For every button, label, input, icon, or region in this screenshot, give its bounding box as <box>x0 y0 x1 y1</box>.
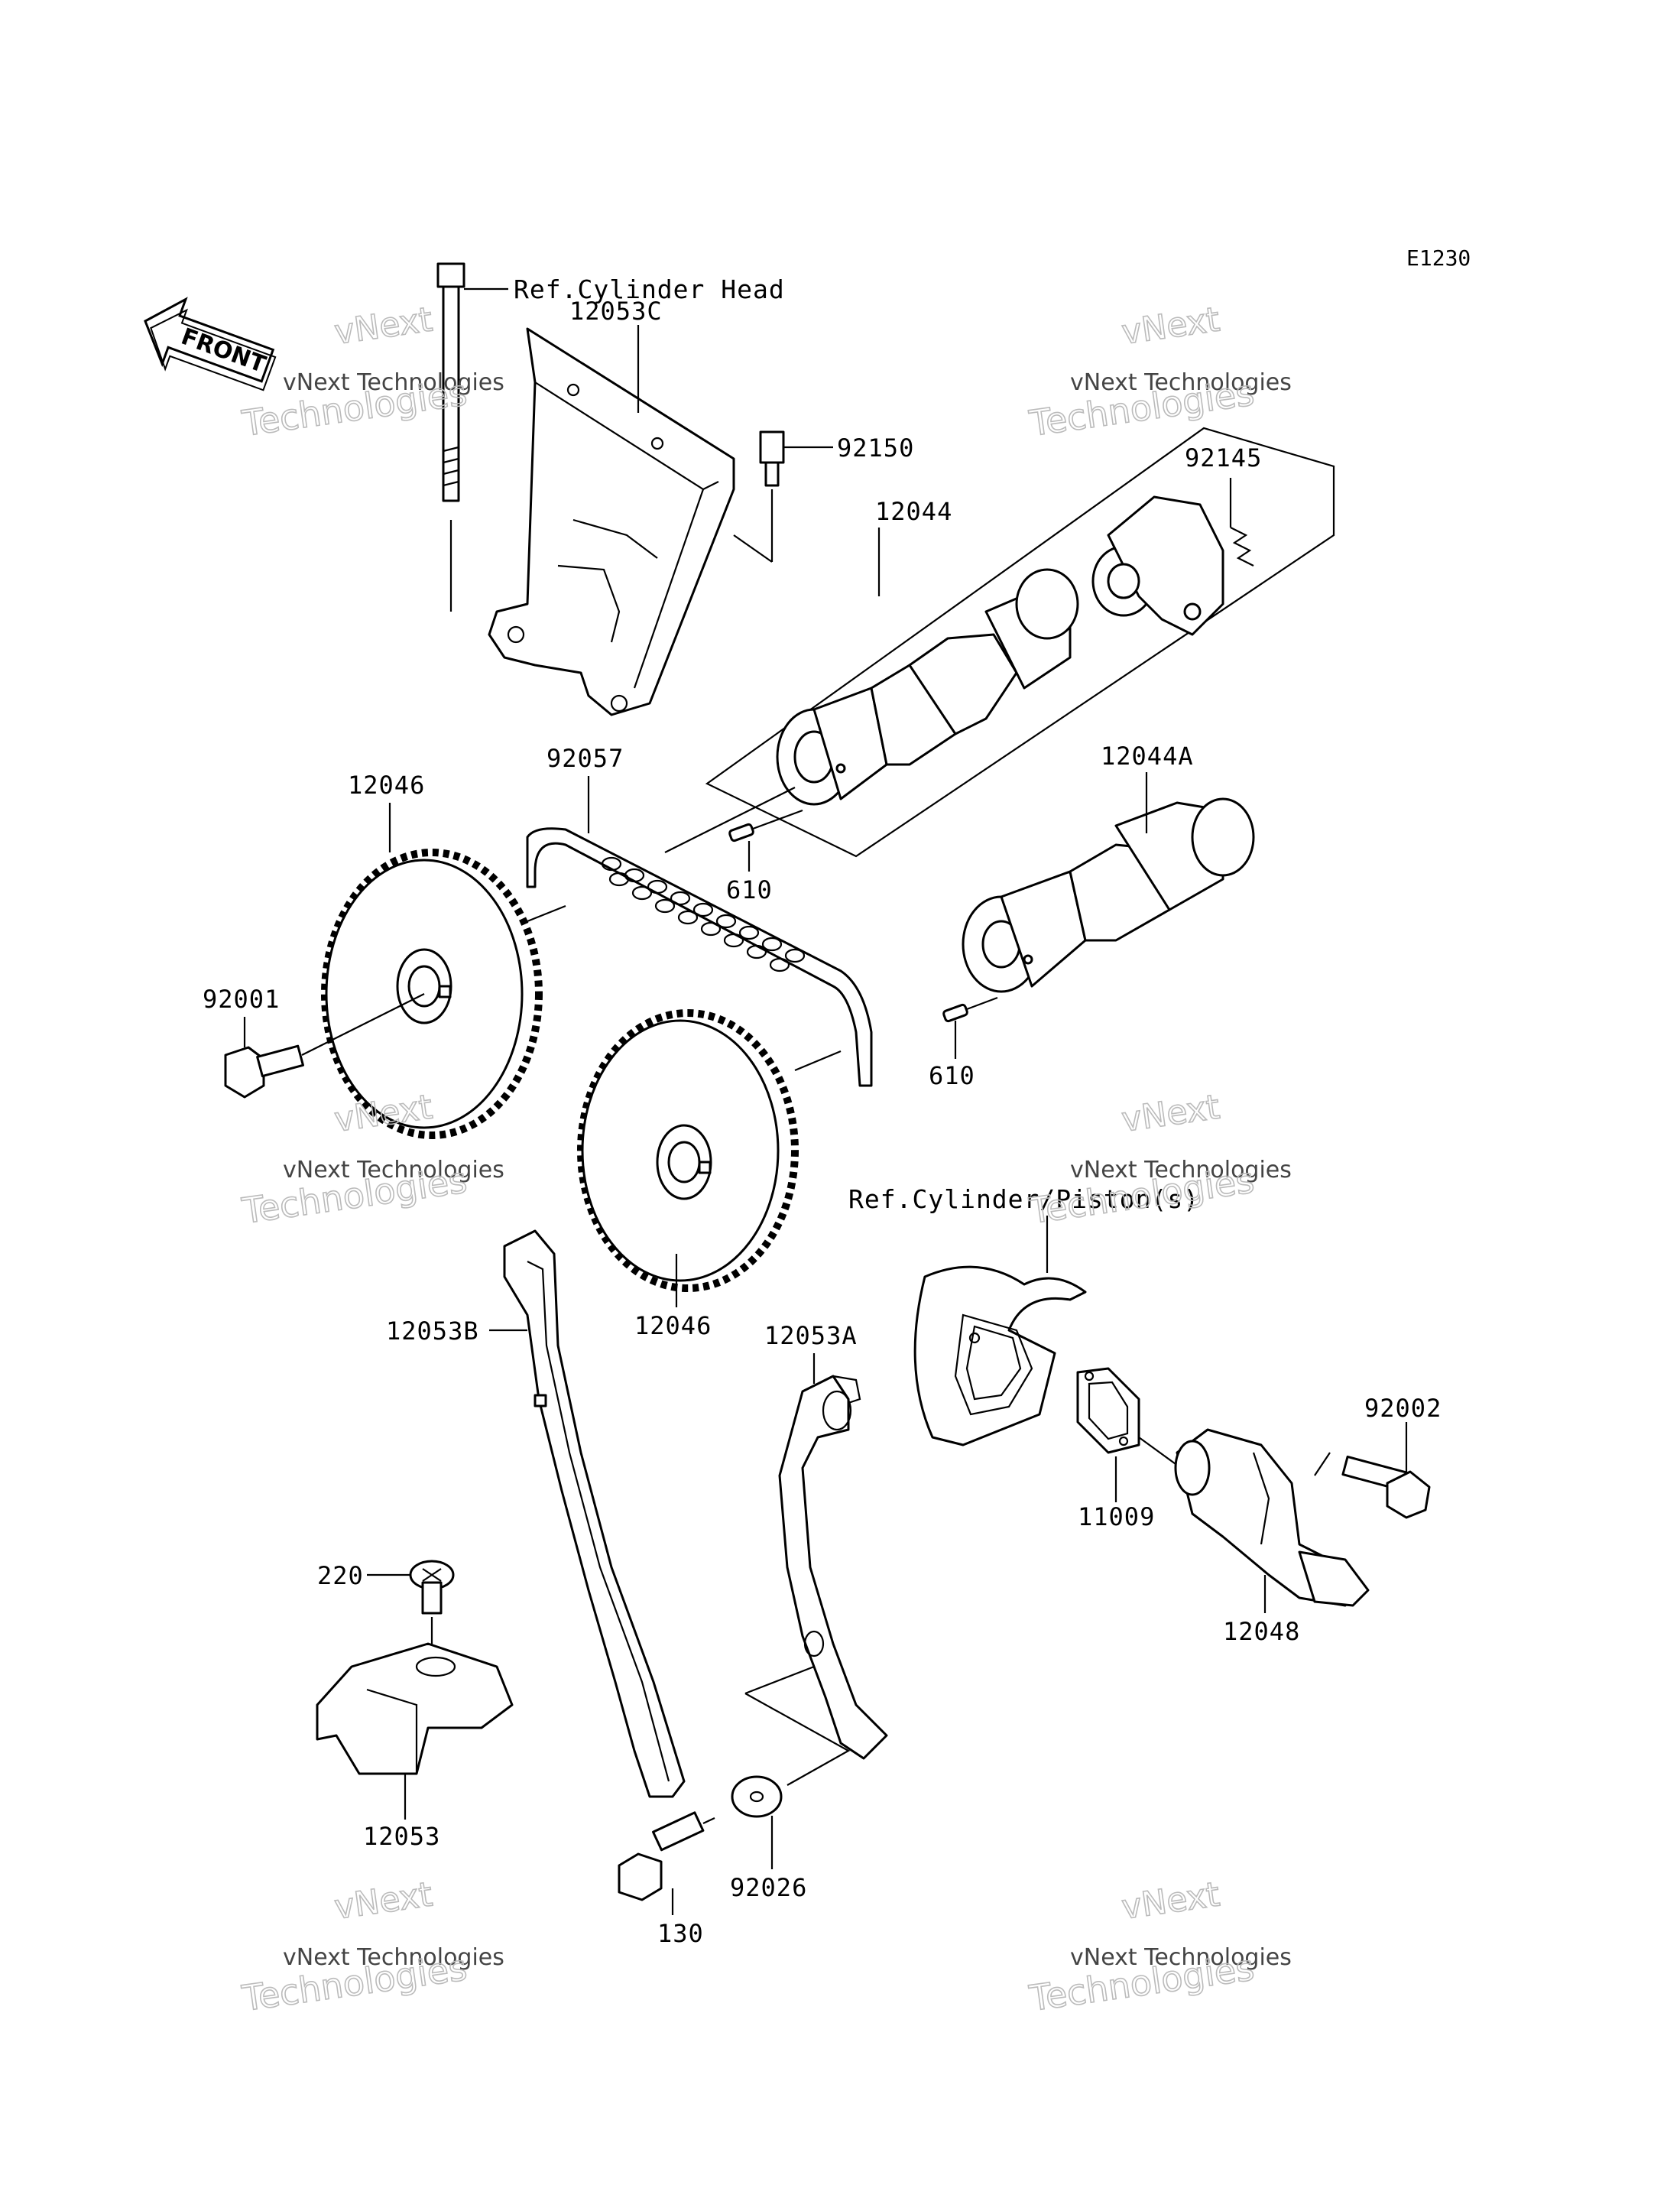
guide-12053 <box>316 1642 514 1775</box>
watermark-1: vNext vNext Technologies Technologies <box>238 300 504 445</box>
sprocket-12046-top <box>321 849 543 1139</box>
tensioner-12048 <box>1174 1428 1370 1607</box>
watermark-5: vNext vNext Technologies Technologies <box>238 1875 504 2020</box>
part-12053C[interactable]: 12053C <box>569 297 663 326</box>
watermark-line1: vNext Technologies <box>283 1157 504 1183</box>
part-130[interactable]: 130 <box>657 1919 704 1948</box>
watermark-line1: vNext Technologies <box>283 369 504 396</box>
part-12048[interactable]: 12048 <box>1223 1617 1300 1646</box>
camshaft-12044 <box>776 568 1079 806</box>
ref-cylinder-piston: Ref.Cylinder/Piston(s) <box>848 1184 1199 1214</box>
part-12044[interactable]: 12044 <box>875 497 952 526</box>
bolt-92001 <box>224 993 425 1099</box>
part-92026[interactable]: 92026 <box>730 1873 807 1902</box>
watermark-line1: vNext Technologies <box>1070 1157 1292 1183</box>
watermark-line1: vNext Technologies <box>283 1944 504 1971</box>
dowel-pin-610-top <box>728 809 803 843</box>
watermark-brand: vNext <box>1119 1087 1221 1139</box>
watermark-2: vNext vNext Technologies Technologies <box>1026 300 1292 445</box>
watermark-line1: vNext Technologies <box>1070 1944 1292 1971</box>
watermark-6: vNext vNext Technologies Technologies <box>1026 1875 1292 2020</box>
part-92002[interactable]: 92002 <box>1364 1394 1442 1423</box>
part-610-top[interactable]: 610 <box>726 875 773 904</box>
chain-guide-12053A <box>778 1375 888 1760</box>
chain-guide-12053B <box>503 1229 686 1798</box>
bolt-92002 <box>1341 1455 1431 1519</box>
part-12053[interactable]: 12053 <box>363 1822 440 1851</box>
bolt-130 <box>618 1811 715 1901</box>
watermark-brand: vNext <box>332 1875 434 1927</box>
part-12046-top[interactable]: 12046 <box>348 771 425 800</box>
watermark-brand: vNext <box>332 300 434 352</box>
part-92001[interactable]: 92001 <box>203 985 280 1014</box>
part-610-bottom[interactable]: 610 <box>929 1061 975 1090</box>
watermark-4: vNext vNext Technologies Technologies <box>1026 1087 1292 1232</box>
front-arrow-icon: FRONT <box>144 297 277 391</box>
part-92057[interactable]: 92057 <box>546 744 624 773</box>
decompressor-assembly <box>1091 495 1254 636</box>
dowel-pin-610-bottom <box>942 996 998 1023</box>
watermark-line1: vNext Technologies <box>1070 369 1292 396</box>
part-12044A[interactable]: 12044A <box>1101 742 1194 771</box>
part-12053A[interactable]: 12053A <box>764 1321 858 1350</box>
camshaft-12044A <box>962 797 1255 993</box>
cylinder-block-section <box>913 1265 1087 1446</box>
part-92145[interactable]: 92145 <box>1185 443 1262 472</box>
part-220[interactable]: 220 <box>317 1561 364 1590</box>
part-12053B[interactable]: 12053B <box>386 1317 479 1346</box>
part-11009[interactable]: 11009 <box>1078 1502 1155 1531</box>
watermark-brand: vNext <box>1119 300 1221 352</box>
ref-cylinder-head: Ref.Cylinder Head <box>514 274 785 304</box>
part-12046-bottom[interactable]: 12046 <box>634 1311 712 1340</box>
guide-bracket-12053C <box>488 327 735 716</box>
bolt-92150 <box>733 430 785 563</box>
sprocket-12046-bottom <box>577 1009 799 1292</box>
washer-92026 <box>731 1775 783 1818</box>
gasket-11009 <box>1076 1367 1182 1469</box>
cam-chain-92057 <box>526 827 873 1087</box>
diagram-code: E1230 <box>1406 245 1471 271</box>
part-92150[interactable]: 92150 <box>837 433 914 463</box>
cylinder-head-bolt <box>436 262 465 612</box>
screw-220 <box>409 1560 455 1655</box>
watermark-brand: vNext <box>1119 1875 1221 1927</box>
